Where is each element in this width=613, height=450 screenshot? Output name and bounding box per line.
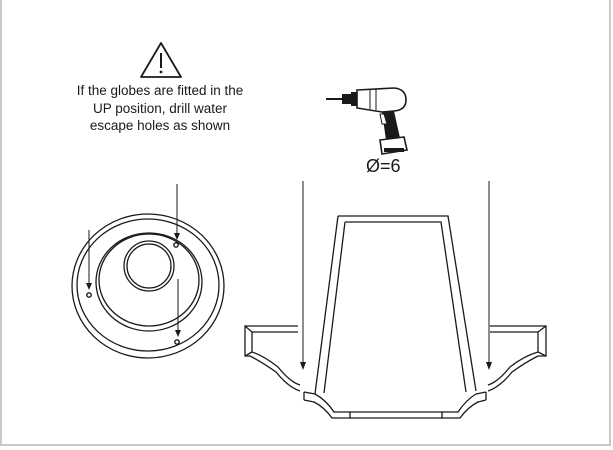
cross-section-arrows bbox=[302, 181, 490, 364]
drill-diameter-label: Ø=6 bbox=[366, 156, 401, 176]
warning-triangle-icon bbox=[140, 42, 182, 78]
globe-top-view bbox=[71, 213, 225, 359]
globe-cross-section bbox=[244, 215, 547, 419]
cordless-drill-icon bbox=[326, 87, 408, 155]
instruction-text: If the globes are fitted in the UP posit… bbox=[76, 83, 244, 133]
drain-hole-marker bbox=[174, 339, 180, 345]
drain-hole-marker bbox=[86, 292, 92, 298]
drain-hole-marker bbox=[173, 242, 179, 248]
hole-arrows bbox=[88, 184, 179, 333]
